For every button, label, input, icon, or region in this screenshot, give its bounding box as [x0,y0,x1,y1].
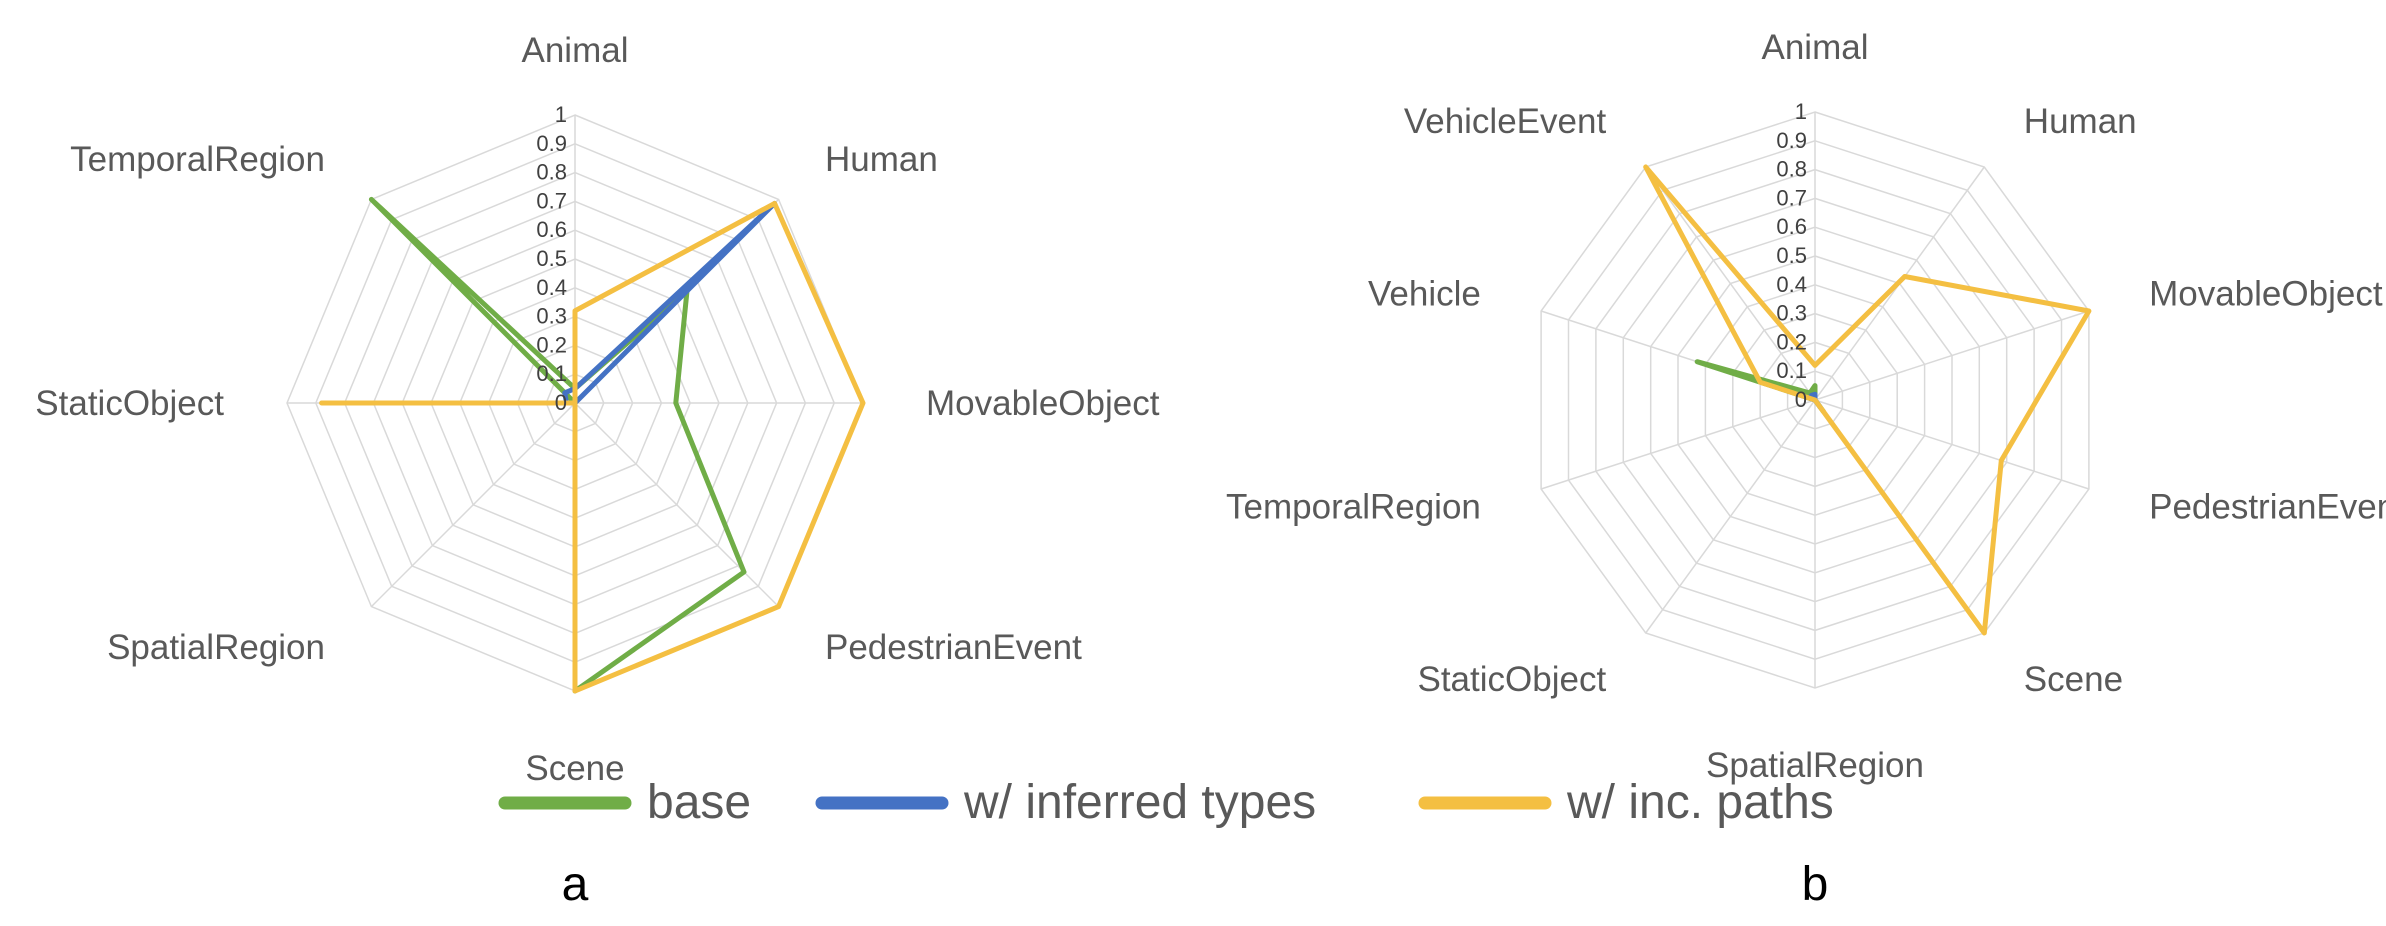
grid-spoke [1645,166,1816,401]
axis-label-vehicle: Vehicle [1368,274,1481,313]
grid-spoke [1814,399,2090,490]
axis-label-temporalregion: TemporalRegion [1226,488,1481,527]
tick-label: 0.8 [536,160,567,185]
tick-label: 0.4 [536,275,567,300]
radar-chart-b: 00.10.20.30.40.50.60.70.80.91AnimalHuman… [1226,28,2386,785]
tick-label: 0.1 [1776,358,1807,383]
axis-label-pedestrianevent: PedestrianEvent [825,628,1082,667]
axis-label-scene: Scene [2024,660,2123,699]
axis-labels: AnimalHumanMovableObjectPedestrianEventS… [1226,28,2386,785]
axis-label-vehicleevent: VehicleEvent [1404,102,1607,141]
tick-label: 0.5 [1776,243,1807,268]
grid-spoke [1814,310,2090,401]
tick-label: 0.4 [1776,272,1807,297]
legend-label-w-inferred-types: w/ inferred types [963,776,1316,829]
radar-chart-a: 00.10.20.30.40.50.60.70.80.91AnimalHuman… [35,31,1159,788]
tick-label: 0.3 [1776,301,1807,326]
axis-labels: AnimalHumanMovableObjectPedestrianEventS… [35,31,1159,788]
grid-spoke [1540,399,1816,490]
tick-label: 0 [1795,387,1807,412]
series-w-inc-paths [1643,164,2092,636]
axis-label-animal: Animal [522,31,629,70]
tick-labels: 0 0.1 0.2 0.3 0.4 0.5 0.6 0.7 0.8 0.9 1 [1776,99,1807,412]
tick-label: 0.9 [536,131,567,156]
tick-label: 0.7 [1776,185,1807,210]
tick-label: 1 [1795,99,1807,124]
series-w-inferred-types [562,200,778,415]
tick-label: 0 [555,390,567,415]
tick-label: 0.6 [1776,214,1807,239]
tick-label: 0.1 [536,361,567,386]
tick-label: 1 [555,102,567,127]
axis-label-temporalregion: TemporalRegion [70,140,325,179]
axis-label-pedestrianevent: PedestrianEvent [2149,488,2386,527]
tick-label: 0.5 [536,246,567,271]
axis-label-scene: Scene [525,749,624,788]
axis-label-staticobject: StaticObject [35,384,224,423]
tick-label: 0.3 [536,304,567,329]
tick-label: 0.2 [536,332,567,357]
axis-label-staticobject: StaticObject [1417,660,1606,699]
tick-label: 0.8 [1776,157,1807,182]
series-group [1643,164,2092,636]
axis-label-animal: Animal [1762,28,1869,67]
series-base [368,196,747,694]
tick-label: 0.7 [536,188,567,213]
axis-label-spatialregion: SpatialRegion [107,628,325,667]
panel-label-a: a [562,858,589,911]
axis-label-human: Human [2024,102,2137,141]
legend-label-w-inc-paths: w/ inc. paths [1566,776,1834,829]
legend: base w/ inferred types w/ inc. paths [498,776,1834,829]
axis-label-human: Human [825,140,938,179]
tick-labels: 0 0.1 0.2 0.3 0.4 0.5 0.6 0.7 0.8 0.9 1 [536,102,567,415]
tick-label: 0.2 [1776,329,1807,354]
tick-label: 0.6 [536,217,567,242]
legend-label-base: base [647,776,751,829]
axis-label-movableobject: MovableObject [926,384,1160,423]
series-group [319,196,866,694]
axis-label-movableobject: MovableObject [2149,274,2383,313]
axis-label-spatialregion: SpatialRegion [1706,746,1924,785]
tick-label: 0.9 [1776,128,1807,153]
series-w-inc-paths [319,200,866,694]
grid-spoke [370,402,576,608]
grid-spoke [1645,399,1816,634]
panel-label-b: b [1802,858,1829,911]
